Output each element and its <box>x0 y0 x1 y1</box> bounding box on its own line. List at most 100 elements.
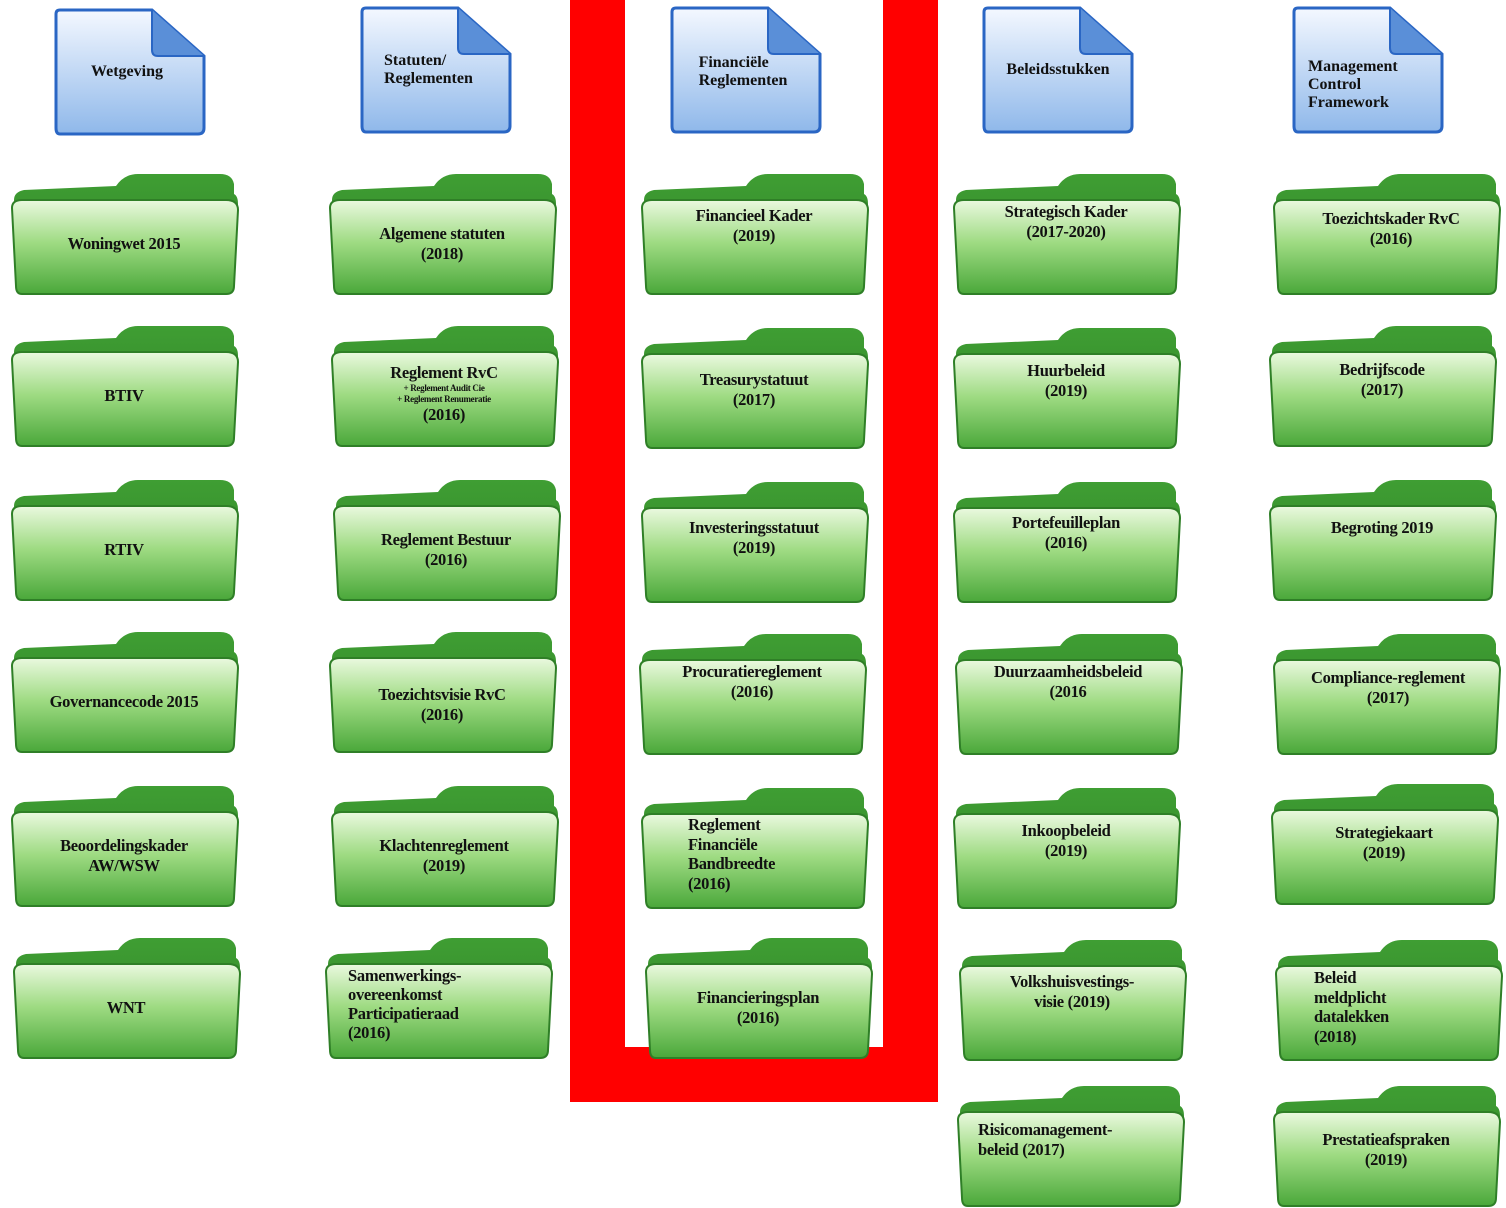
folder-toezichtskader-rvc[interactable]: Toezichtskader RvC (2016) <box>1270 170 1502 296</box>
folder-label: BTIV <box>104 386 144 405</box>
folder-label: Treasurystatuut (2017) <box>699 370 809 409</box>
folder-bedrijfscode[interactable]: Bedrijfscode (2017) <box>1266 322 1498 448</box>
folder-label: Strategisch Kader (2017-2020) <box>1004 202 1128 241</box>
folder-algemene-statuten[interactable]: Algemene statuten (2018) <box>326 170 558 296</box>
folder-label: Governancecode 2015 <box>49 692 199 711</box>
folder-icon <box>952 328 1182 449</box>
folder-label: Beoordelingskader AW/WSW <box>60 836 188 875</box>
folder-strategiekaart[interactable]: Strategiekaart (2019) <box>1268 780 1500 906</box>
folder-label: Portefeuilleplan (2016) <box>1012 513 1120 552</box>
folder-toezichtsvisie-rvc[interactable]: Toezichtsvisie RvC (2016) <box>326 628 558 754</box>
folder-icon <box>952 482 1182 603</box>
folder-label: Toezichtsvisie RvC (2016) <box>378 685 506 724</box>
folder-icon <box>330 326 560 447</box>
folder-label: Huurbeleid (2019) <box>1027 361 1105 400</box>
folder-label: Reglement Financiële Bandbreedte (2016) <box>688 815 776 893</box>
folder-financieel-kader[interactable]: Financieel Kader (2019) <box>638 170 870 296</box>
document-icon <box>54 8 206 136</box>
folder-volkshuisvestingsvisie[interactable]: Volkshuisvestings- visie (2019) <box>956 936 1188 1062</box>
folder-prestatieafspraken[interactable]: Prestatieafspraken (2019) <box>1270 1082 1502 1208</box>
folder-icon <box>952 788 1182 909</box>
folder-year-label: (2016) <box>422 405 466 424</box>
folder-icon <box>332 480 562 601</box>
folder-label: Strategiekaart (2019) <box>1335 823 1433 862</box>
folder-woningwet-2015[interactable]: Woningwet 2015 <box>8 170 240 296</box>
folder-icon <box>640 788 870 909</box>
folder-icon <box>954 634 1184 755</box>
folder-sub-label: + Reglement Renumeratie <box>397 394 491 404</box>
folder-label: Beleid meldplicht datalekken (2018) <box>1314 968 1389 1046</box>
document-icon <box>982 6 1134 134</box>
folder-label: Klachtenreglement (2019) <box>379 836 509 875</box>
folder-label: Samenwerkings- overeenkomst Participatie… <box>348 966 462 1042</box>
document-header-label: Wetgeving <box>91 63 163 80</box>
folder-portefeuilleplan[interactable]: Portefeuilleplan (2016) <box>950 478 1182 604</box>
document-header-statuten[interactable]: Statuten/ Reglementen <box>358 6 514 134</box>
folder-icon <box>328 174 558 295</box>
document-icon <box>1292 6 1444 134</box>
highlight-frame-financial-column <box>570 0 938 1102</box>
folder-label: Toezichtskader RvC (2016) <box>1322 209 1460 248</box>
folder-btiv[interactable]: BTIV <box>8 322 240 448</box>
folder-label: Woningwet 2015 <box>67 234 181 253</box>
folder-huurbeleid[interactable]: Huurbeleid (2019) <box>950 324 1182 450</box>
folder-samenwerkingsovereenkomst[interactable]: Samenwerkings- overeenkomst Participatie… <box>322 934 554 1060</box>
folder-label: Bedrijfscode (2017) <box>1339 360 1425 399</box>
document-header-financiele-reglementen[interactable]: Financiële Reglementen <box>668 6 824 134</box>
folder-rtiv[interactable]: RTIV <box>8 476 240 602</box>
folder-label: Prestatieafspraken (2019) <box>1322 1130 1450 1169</box>
document-header-management-control-framework[interactable]: Management Control Framework <box>1290 6 1446 134</box>
document-header-label: Financiële Reglementen <box>698 54 788 89</box>
folder-financieringsplan[interactable]: Financieringsplan (2016) <box>642 934 874 1060</box>
folder-icon <box>10 786 240 907</box>
folder-label: Inkoopbeleid (2019) <box>1021 821 1111 860</box>
folder-icon <box>1272 634 1502 755</box>
folder-icon <box>1270 784 1500 905</box>
folder-label: Begroting 2019 <box>1330 518 1434 537</box>
folder-duurzaamheidsbeleid[interactable]: Duurzaamheidsbeleid (2016 <box>952 630 1184 756</box>
folder-wnt[interactable]: WNT <box>10 934 242 1060</box>
folder-strategisch-kader[interactable]: Strategisch Kader (2017-2020) <box>950 170 1182 296</box>
folder-begroting-2019[interactable]: Begroting 2019 <box>1266 476 1498 602</box>
folder-icon <box>10 632 240 753</box>
folder-icon <box>956 1086 1186 1207</box>
folder-investeringsstatuut[interactable]: Investeringsstatuut (2019) <box>638 478 870 604</box>
folder-icon <box>324 938 554 1059</box>
document-header-wetgeving[interactable]: Wetgeving <box>52 8 208 136</box>
document-header-label: Management Control Framework <box>1308 58 1398 111</box>
folder-label: Financieringsplan (2016) <box>696 988 820 1027</box>
folder-icon <box>1272 1086 1502 1207</box>
folder-icon <box>328 632 558 753</box>
folder-risicomanagementbeleid[interactable]: Risicomanagement- beleid (2017) <box>954 1082 1186 1208</box>
document-header-beleidsstukken[interactable]: Beleidsstukken <box>980 6 1136 134</box>
folder-label: Risicomanagement- beleid (2017) <box>978 1120 1113 1159</box>
folder-icon <box>1268 326 1498 447</box>
folder-label: Duurzaamheidsbeleid (2016 <box>993 662 1143 701</box>
folder-label-group: Reglement RvC + Reglement Audit Cie + Re… <box>338 352 550 436</box>
document-icon <box>360 6 512 134</box>
folder-reglement-bestuur[interactable]: Reglement Bestuur (2016) <box>330 476 562 602</box>
folder-icon <box>1274 940 1504 1061</box>
document-icon <box>670 6 822 134</box>
folder-beleid-meldplicht-datalekken[interactable]: Beleid meldplicht datalekken (2018) <box>1272 936 1504 1062</box>
folder-icon <box>958 940 1188 1061</box>
folder-reglement-rvc[interactable]: Reglement RvC + Reglement Audit Cie + Re… <box>328 322 560 448</box>
folder-icon <box>640 174 870 295</box>
folder-inkoopbeleid[interactable]: Inkoopbeleid (2019) <box>950 784 1182 910</box>
folder-klachtenreglement[interactable]: Klachtenreglement (2019) <box>328 782 560 908</box>
folder-procuratiereglement[interactable]: Procuratiereglement (2016) <box>636 630 868 756</box>
folder-label: Reglement RvC <box>390 363 498 382</box>
folder-reglement-financiele-bandbreedte[interactable]: Reglement Financiële Bandbreedte (2016) <box>638 784 870 910</box>
folder-icon <box>638 634 868 755</box>
folder-icon <box>640 482 870 603</box>
folder-icon <box>10 174 240 295</box>
folder-treasurystatuut[interactable]: Treasurystatuut (2017) <box>638 324 870 450</box>
folder-icon <box>330 786 560 907</box>
folder-compliance-reglement[interactable]: Compliance-reglement (2017) <box>1270 630 1502 756</box>
document-header-label: Beleidsstukken <box>1006 61 1110 78</box>
folder-governancecode-2015[interactable]: Governancecode 2015 <box>8 628 240 754</box>
folder-beoordelingskader[interactable]: Beoordelingskader AW/WSW <box>8 782 240 908</box>
folder-sub-label: + Reglement Audit Cie <box>403 383 485 393</box>
folder-label: Compliance-reglement (2017) <box>1310 668 1466 707</box>
folder-icon <box>12 938 242 1059</box>
